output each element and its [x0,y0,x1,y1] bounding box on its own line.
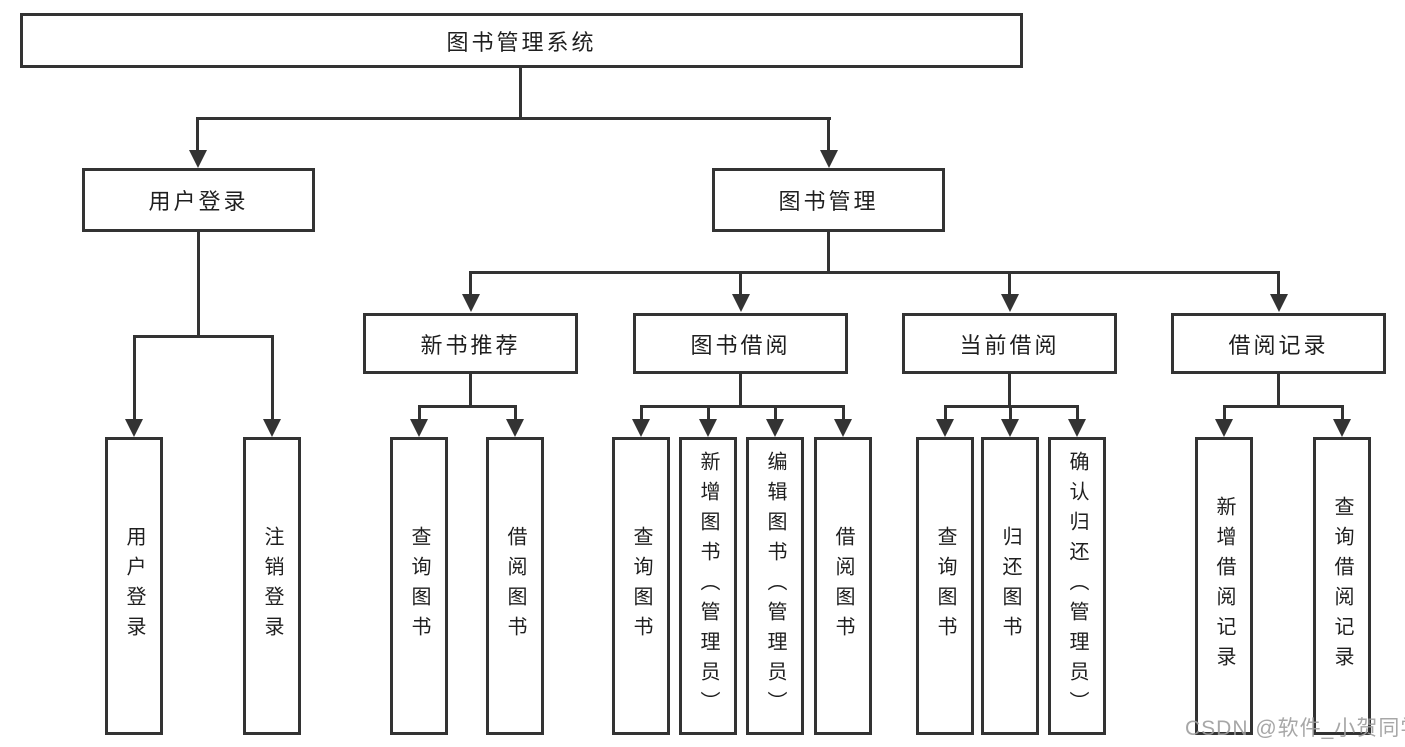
arrow-down-icon [699,419,717,437]
leaf-current-confirm-return-admin: 确认归还（管理员） [1048,437,1106,735]
connector-book-mgmt-feed [827,231,830,272]
leaf-current-return-book: 归还图书 [981,437,1039,735]
arrow-down-icon [263,419,281,437]
arrow-down-icon [632,419,650,437]
connector-leaf-stem [132,335,136,419]
arrow-down-icon [766,419,784,437]
node-book-borrowing: 图书借阅 [633,313,848,374]
connector-group-feed [1277,373,1280,406]
connector-group-feed [1008,373,1011,406]
connector-book-mgmt-stem [827,117,830,152]
arrow-down-icon [1269,294,1288,312]
csdn-watermark: CSDN @软件_小贺同学 [1185,717,1405,740]
connector-leaf-stem [270,335,274,419]
node-borrowing-records: 借阅记录 [1171,313,1386,374]
arrow-down-icon [834,419,852,437]
arrow-down-icon [1001,419,1019,437]
connector-leaf-stem [1075,405,1079,419]
connector-leaf-stem [943,405,947,419]
arrow-down-icon [410,419,428,437]
arrow-down-icon [936,419,954,437]
node-book-management: 图书管理 [712,168,945,232]
connector-leaf-stem [1340,405,1344,419]
connector-level2-rail [469,271,1280,274]
node-library-management-system: 图书管理系统 [20,13,1023,68]
connector-leaf-stem [513,405,517,419]
connector-level1-rail [197,117,831,120]
connector-leaf-stem [417,405,421,419]
connector-user-login-stem [196,117,199,152]
connector-level2-stem [1008,271,1011,294]
connector-level2-stem [469,271,472,294]
connector-leaf-stem [1008,405,1012,419]
connector-group-rail [640,405,844,408]
connector-user-login-feed [197,231,200,336]
leaf-borrow-query-book: 查询图书 [612,437,670,735]
node-new-book-recommend: 新书推荐 [363,313,578,374]
connector-user-login-rail [134,335,272,338]
leaf-current-query-book: 查询图书 [916,437,974,735]
arrow-down-icon [125,419,143,437]
leaf-logout: 注销登录 [243,437,301,735]
leaf-recommend-borrow-book: 借阅图书 [486,437,544,735]
connector-leaf-stem [1222,405,1226,419]
leaf-recommend-query-book: 查询图书 [390,437,448,735]
node-user-login: 用户登录 [82,168,315,232]
leaf-borrow-edit-book-admin: 编辑图书（管理员） [746,437,804,735]
connector-level2-stem [739,271,742,294]
arrow-down-icon [461,294,480,312]
connector-group-feed [739,373,742,406]
arrow-down-icon [731,294,750,312]
arrow-down-icon [1068,419,1086,437]
connector-root-stem [519,67,522,118]
arrow-down-icon [1333,419,1351,437]
connector-group-feed [469,373,472,406]
leaf-borrow-borrow-book: 借阅图书 [814,437,872,735]
arrow-down-icon [188,150,207,168]
arrow-down-icon [1000,294,1019,312]
leaf-user-login: 用户登录 [105,437,163,735]
leaf-record-add-borrow-record: 新增借阅记录 [1195,437,1253,735]
connector-leaf-stem [773,405,777,419]
connector-group-rail [1223,405,1344,408]
connector-leaf-stem [706,405,710,419]
arrow-down-icon [506,419,524,437]
connector-group-rail [418,405,517,408]
arrow-down-icon [819,150,838,168]
arrow-down-icon [1215,419,1233,437]
node-current-borrowing: 当前借阅 [902,313,1117,374]
leaf-record-query-borrow-record: 查询借阅记录 [1313,437,1371,735]
connector-leaf-stem [639,405,643,419]
connector-level2-stem [1277,271,1280,294]
connector-leaf-stem [841,405,845,419]
leaf-borrow-add-book-admin: 新增图书（管理员） [679,437,737,735]
